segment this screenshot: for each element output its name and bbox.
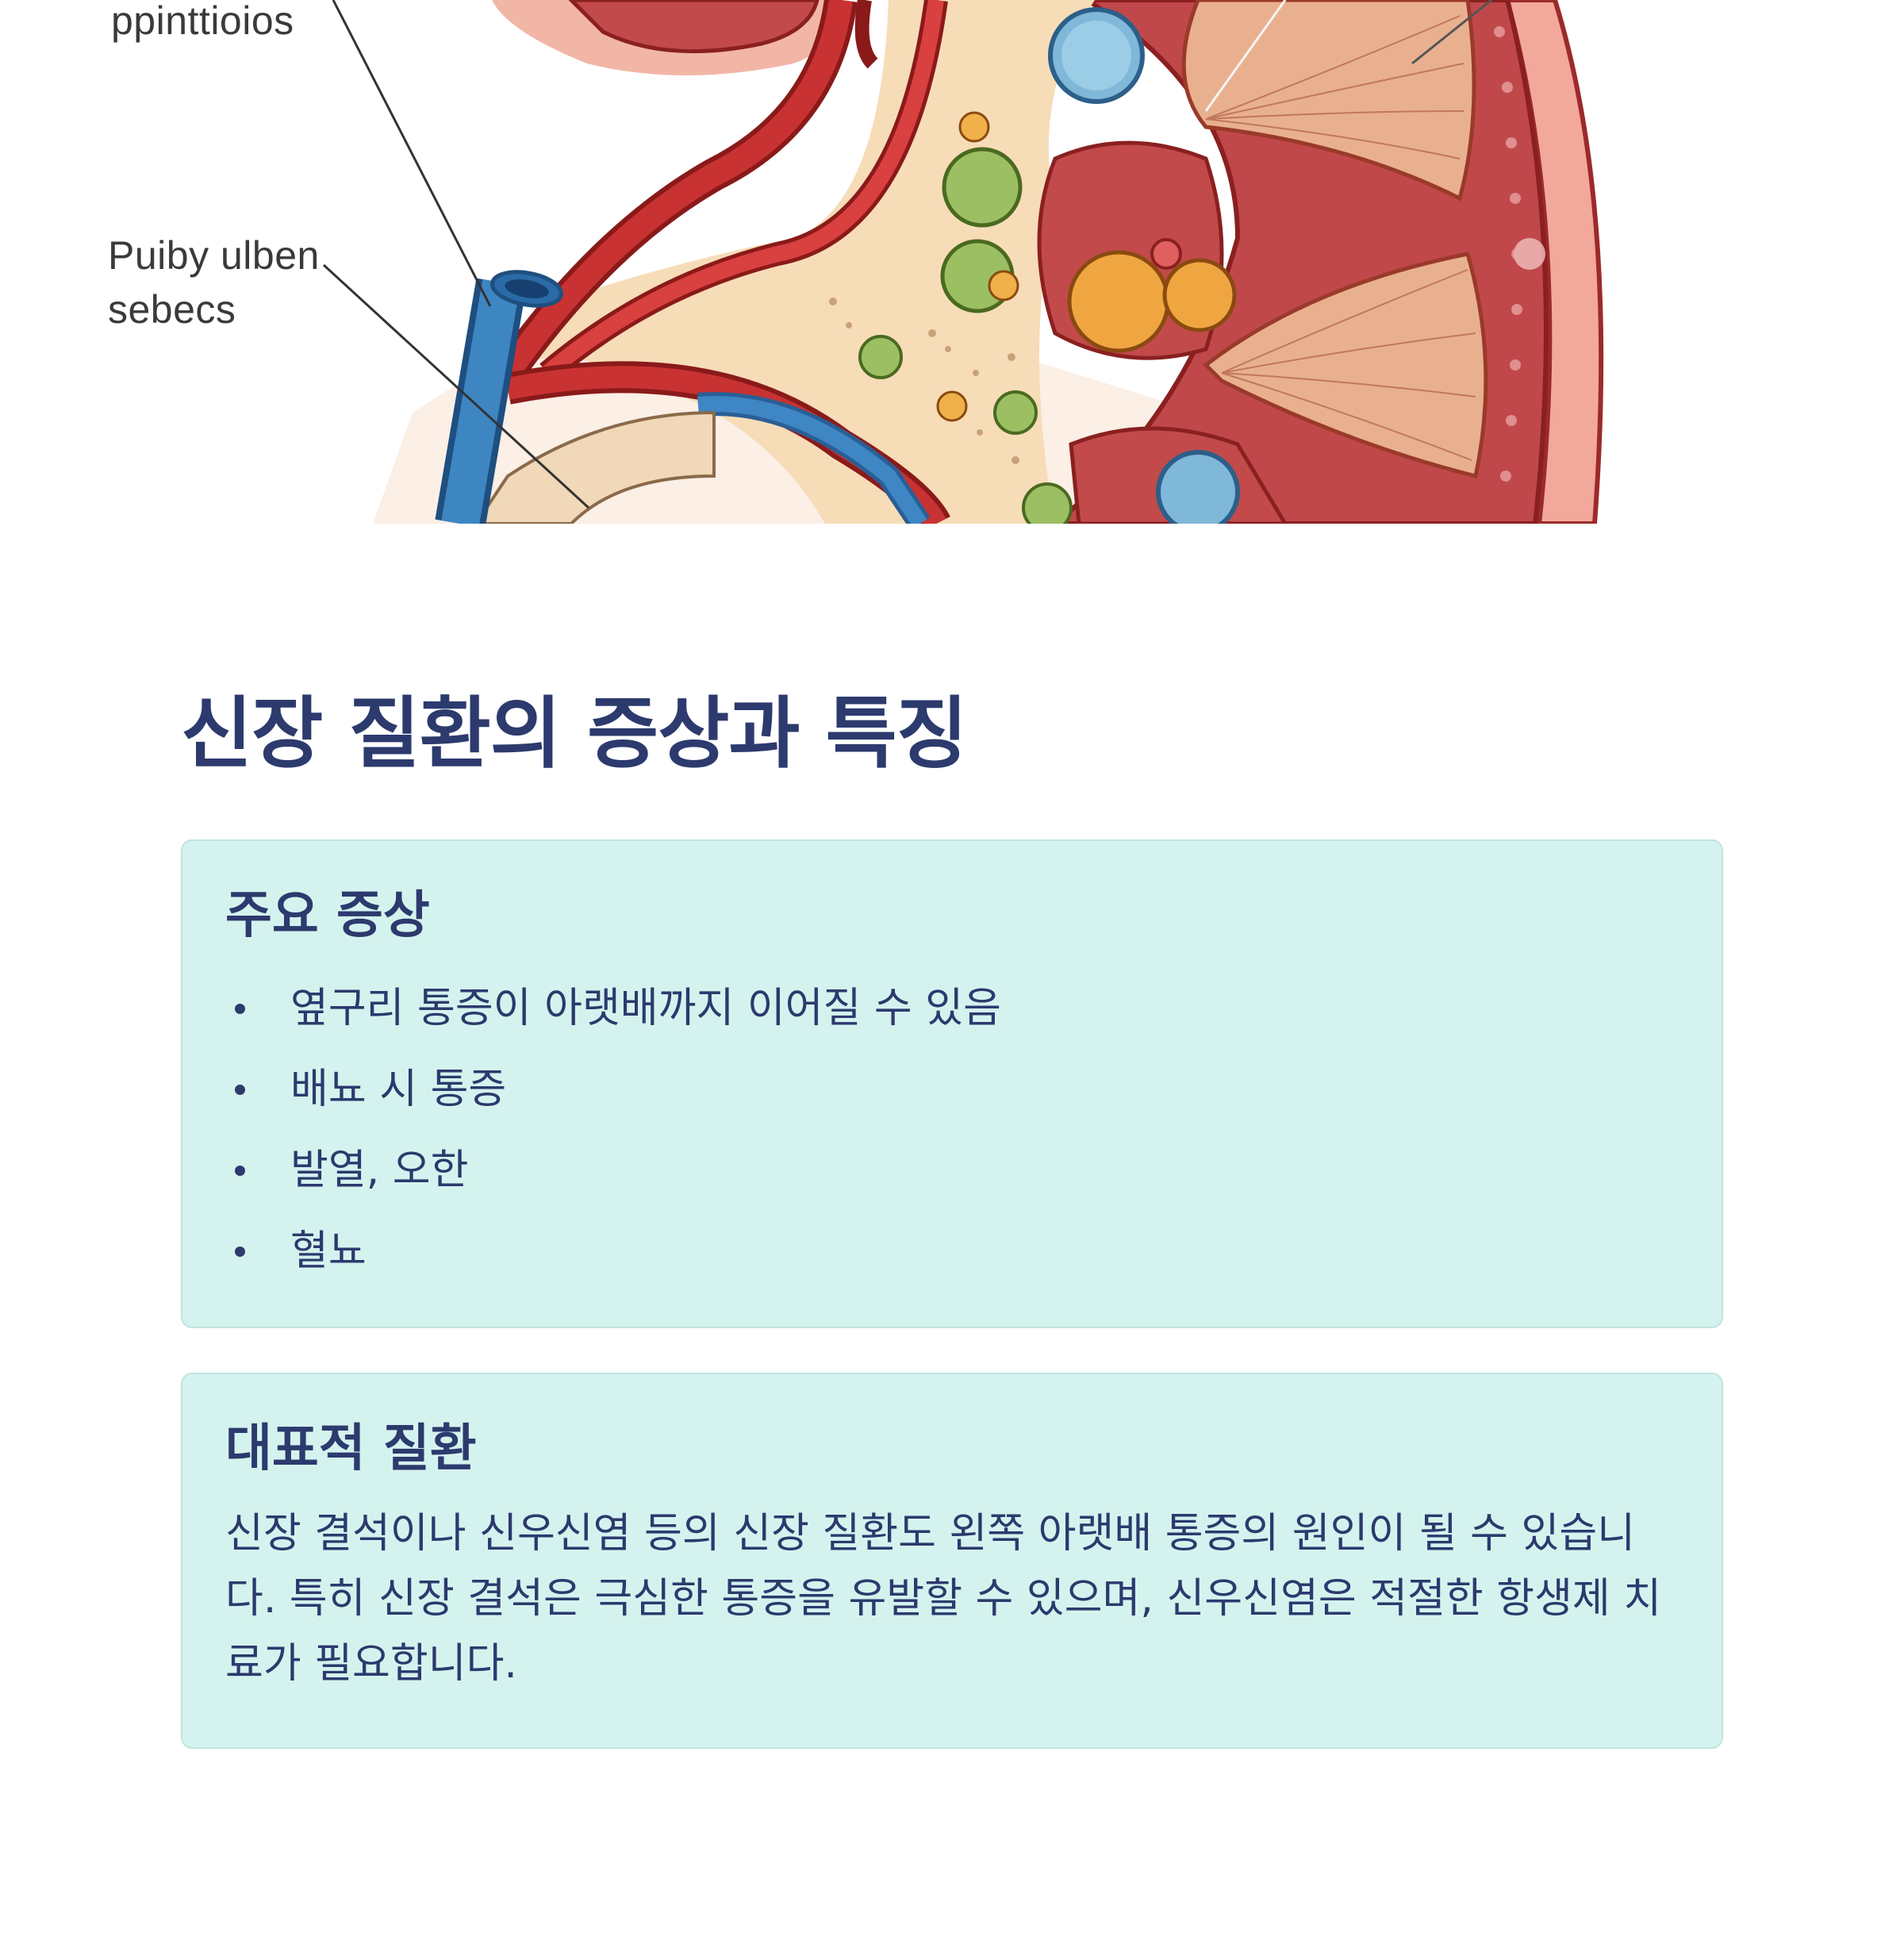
list-item: 옆구리 통증이 아랫배까지 이어질 수 있음: [225, 968, 1679, 1049]
section-title: 신장 질환의 증상과 특징: [181, 689, 968, 779]
symptom-list: 옆구리 통증이 아랫배까지 이어질 수 있음 배뇨 시 통증 발열, 오한 혈뇨: [225, 968, 1679, 1292]
symptom-text: 발열, 오한: [290, 1147, 469, 1194]
symptom-text: 옆구리 통증이 아랫배까지 이어질 수 있음: [290, 985, 1001, 1032]
bullet-icon: [235, 1166, 245, 1176]
disease-card-title: 대표적 질환: [225, 1419, 477, 1478]
list-item: 혈뇨: [225, 1211, 1679, 1292]
leader-line: [322, 263, 590, 509]
main-content: 신장 질환의 증상과 특징 주요 증상 옆구리 통증이 아랫배까지 이어질 수 …: [181, 682, 1723, 1749]
kidney-illustration: ppinttioios Puiby ulben sebecs: [0, 0, 1904, 524]
symptom-text: 배뇨 시 통증: [290, 1066, 507, 1113]
bullet-icon: [235, 1085, 245, 1095]
disease-card: 대표적 질환 신장 결석이나 신우신염 등의 신장 질환도 왼쪽 아랫배 통증의…: [181, 1373, 1723, 1749]
leader-line: [332, 0, 492, 307]
diagram-label: Puiby ulben sebecs: [108, 233, 320, 332]
symptoms-card-title: 주요 증상: [225, 886, 430, 945]
symptoms-card: 주요 증상 옆구리 통증이 아랫배까지 이어질 수 있음 배뇨 시 통증 발열,…: [181, 839, 1723, 1328]
list-item: 배뇨 시 통증: [225, 1049, 1679, 1130]
disease-description: 신장 결석이나 신우신염 등의 신장 질환도 왼쪽 아랫배 통증의 원인이 될 …: [225, 1510, 1662, 1688]
diagram-label: ppinttioios: [111, 0, 294, 43]
list-item: 발열, 오한: [225, 1130, 1679, 1211]
bullet-icon: [235, 1246, 245, 1257]
bullet-icon: [235, 1004, 245, 1014]
kidney-cross-section-drawing: [0, 0, 1604, 524]
symptom-text: 혈뇨: [290, 1227, 367, 1275]
